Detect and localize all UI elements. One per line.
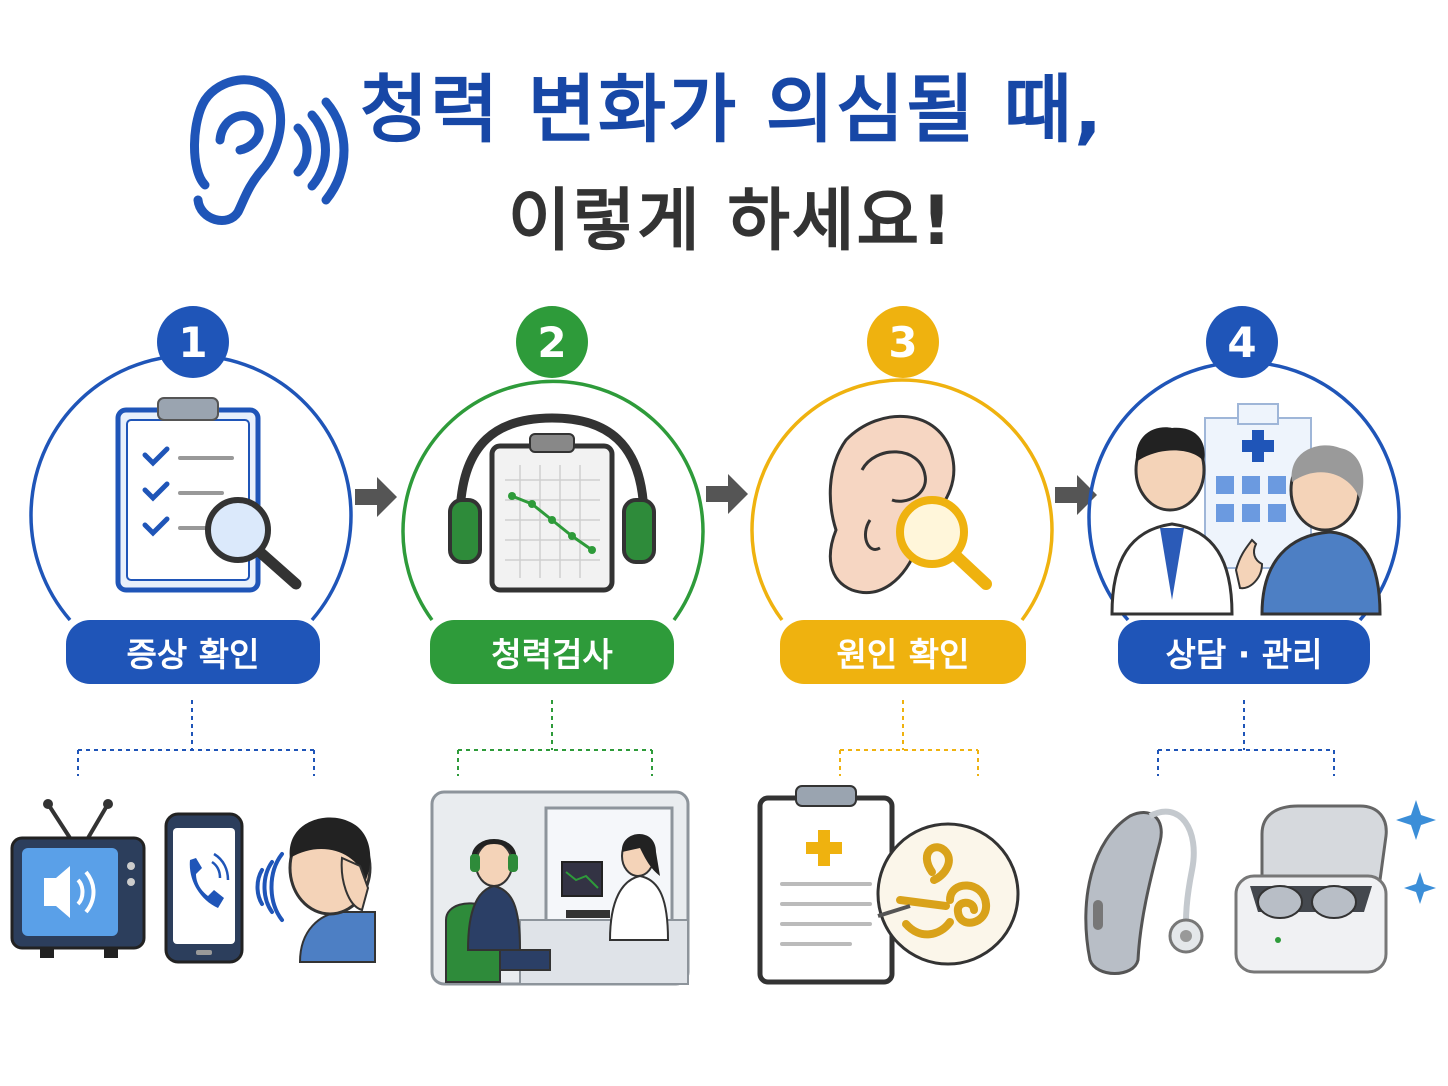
step-3-circle: [750, 378, 1054, 622]
step-3-label: 원인 확인: [780, 620, 1026, 684]
step-1-label: 증상 확인: [66, 620, 320, 684]
ear-sound-icon: [190, 75, 349, 225]
step-1-number-badge: [157, 306, 229, 378]
clipboard-magnifier-icon: [115, 397, 302, 593]
hearing-aid-case-icon: [1234, 804, 1388, 974]
arrow-right-icon: [706, 474, 748, 514]
doctor-patient-hospital-icon: [1110, 403, 1382, 616]
arrow-right-icon: [1055, 475, 1097, 515]
hearing-aid-icon: [1084, 808, 1204, 975]
title-line-1: 청력 변화가 의심될 때,: [360, 67, 1105, 153]
step-3-number: 3: [888, 317, 918, 367]
step-2-number: 2: [537, 317, 567, 367]
step-4-label: 상담 · 관리: [1118, 620, 1370, 684]
inner-ear-icon: [876, 822, 1020, 966]
phone-call-icon: [164, 812, 244, 964]
headphones-audiogram-icon: [448, 413, 656, 593]
step-2-label: 청력검사: [430, 620, 674, 684]
step-2-number-badge: [516, 306, 588, 378]
ear-magnifier-icon: [828, 414, 992, 595]
medical-chart-icon: [757, 785, 895, 985]
connector-step-2: [457, 700, 653, 776]
title-line-2: 이렇게 하세요!: [508, 182, 955, 261]
sparkle-icon: [1396, 800, 1436, 904]
step-2-circle: [401, 379, 705, 622]
tv-speaker-icon: [10, 799, 146, 958]
connector-step-1: [77, 700, 315, 776]
step-1-number: 1: [178, 317, 208, 367]
connector-step-4: [1157, 700, 1335, 776]
arrow-right-icon: [355, 477, 397, 517]
step-4-number-badge: [1206, 306, 1278, 378]
person-listening-icon: [255, 817, 376, 963]
step-3-number-badge: [867, 306, 939, 378]
connector-step-3: [839, 700, 979, 776]
step-4-number: 4: [1227, 317, 1257, 367]
hearing-test-booth-illustration: [430, 790, 690, 986]
